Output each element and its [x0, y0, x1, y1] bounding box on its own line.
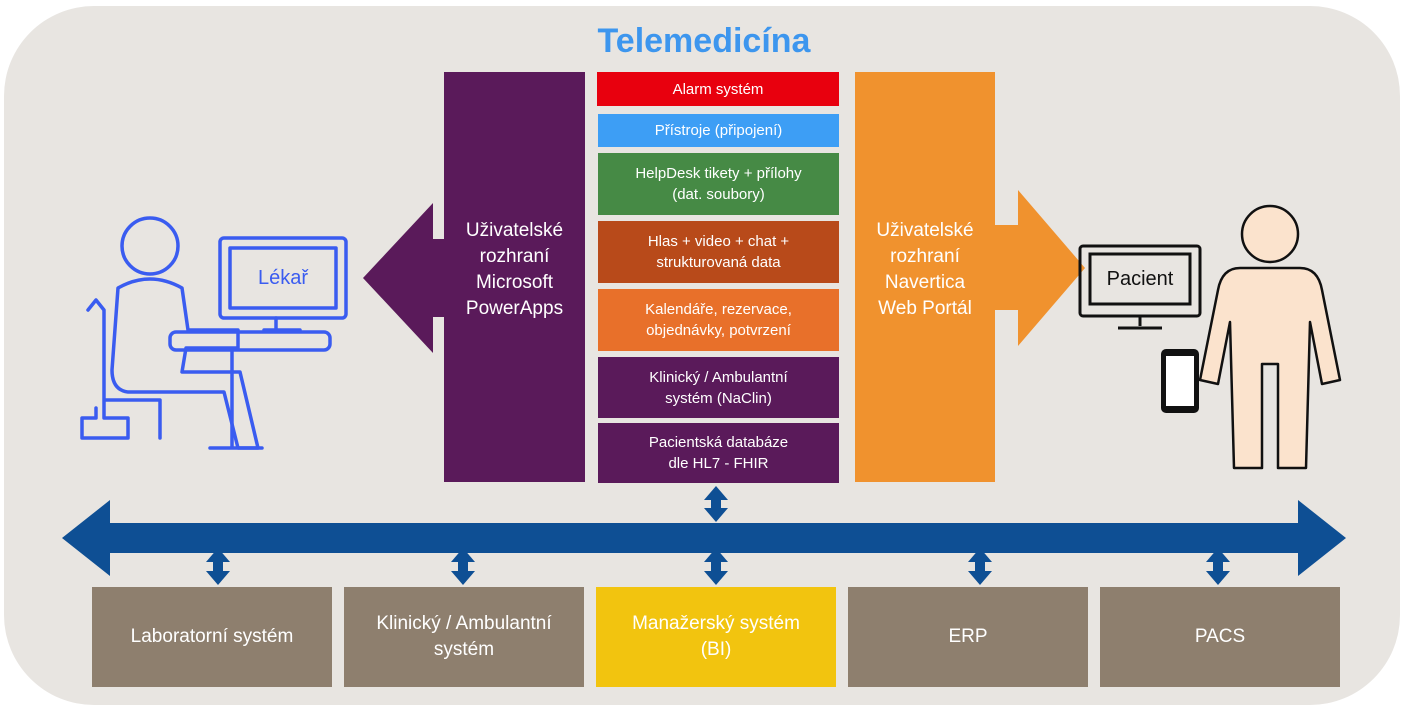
patient-screen-label: Pacient [1106, 267, 1174, 290]
doctor-chair [80, 298, 162, 440]
monitor-stand [262, 316, 302, 332]
center-box-alarm: Alarm systém [597, 72, 839, 106]
data-bus-arrow [62, 500, 1346, 576]
doctor-at-desk-icon [80, 216, 348, 450]
center-box-helpdesk: HelpDesk tikety + přílohy (dat. soubory) [598, 153, 839, 215]
patient-body [1198, 266, 1342, 470]
connector-arrow-clinical [451, 548, 475, 585]
phone-screen [1166, 356, 1194, 406]
doctor-body [110, 277, 260, 450]
doctor-head [120, 216, 180, 276]
monitor-outer [218, 236, 348, 320]
system-box-laboratory: Laboratorní systém [92, 587, 332, 687]
connector-arrow-lab [206, 548, 230, 585]
center-box-devices: Přístroje (připojení) [598, 114, 839, 147]
center-box-patient-db: Pacientská databáze dle HL7 - FHIR [598, 423, 839, 483]
navertica-arrow [855, 72, 1085, 482]
connector-arrow-erp [968, 548, 992, 585]
patient-monitor-inner [1088, 252, 1192, 306]
patient-icon [1198, 204, 1342, 470]
powerapps-arrow [363, 72, 585, 482]
doctor-screen-label: Lékař [257, 266, 309, 289]
patient-monitor-stand [1118, 316, 1162, 330]
system-box-clinical: Klinický / Ambulantní systém [344, 587, 584, 687]
navertica-ui-label: Uživatelské rozhraní Navertica Web Portá… [876, 220, 974, 319]
connector-arrow-center-top [704, 486, 728, 522]
connector-arrow-pacs [1206, 548, 1230, 585]
diagram-title: Telemedicína [597, 22, 811, 60]
connector-arrow-bi [704, 548, 728, 585]
connector-arrows [206, 486, 1230, 585]
center-box-communication: Hlas + video + chat + strukturovaná data [598, 221, 839, 283]
patient-monitor-icon [1078, 244, 1202, 330]
center-box-clinical: Klinický / Ambulantní systém (NaClin) [598, 357, 839, 418]
system-box-pacs: PACS [1100, 587, 1340, 687]
system-box-bi: Manažerský systém (BI) [596, 587, 836, 687]
powerapps-ui-label: Uživatelské rozhraní Microsoft PowerApps [465, 220, 564, 319]
smartphone-icon [1161, 349, 1199, 413]
center-box-calendar: Kalendáře, rezervace, objednávky, potvrz… [598, 289, 839, 351]
desk-top [168, 330, 332, 352]
system-box-erp: ERP [848, 587, 1088, 687]
patient-head [1240, 204, 1300, 264]
monitor-inner [228, 246, 338, 310]
desk-leg [208, 348, 264, 450]
